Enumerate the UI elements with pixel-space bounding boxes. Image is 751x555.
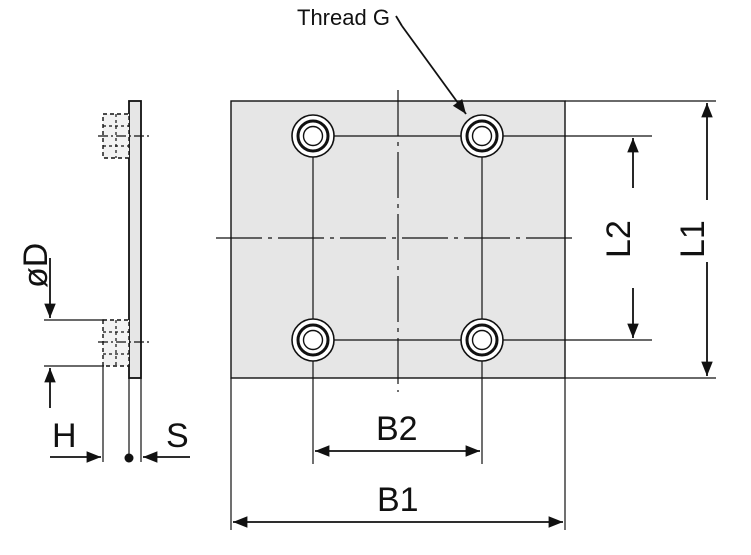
side-stud-bottom [98, 319, 152, 367]
thread-hole-top-left [291, 114, 335, 158]
thread-label: Thread G [297, 5, 390, 30]
l1-label: L1 [674, 220, 712, 258]
dimension-dot [124, 453, 134, 463]
thread-hole-bottom-left [291, 318, 335, 362]
s-label: S [166, 417, 189, 455]
thread-hole-bottom-right [460, 318, 504, 362]
thread-leader: Thread G [297, 5, 467, 115]
side-stud-top [98, 113, 152, 159]
b2-label: B2 [376, 410, 418, 448]
front-view: Thread G L2 L1 B2 [216, 5, 716, 530]
b1-label: B1 [377, 481, 419, 519]
l2-dimension: L2 [600, 137, 639, 338]
side-view: øD H S [17, 100, 190, 463]
b2-dimension: B2 [315, 410, 480, 457]
l1-dimension: L1 [565, 100, 716, 379]
b1-dimension: B1 [230, 378, 566, 530]
diameter-dimension: øD [17, 243, 104, 408]
diameter-label: øD [17, 243, 55, 288]
thickness-dimensions: H S [50, 366, 190, 463]
side-plate [128, 100, 142, 379]
l2-label: L2 [600, 220, 638, 258]
thread-hole-top-right [460, 114, 504, 158]
h-label: H [52, 417, 77, 455]
